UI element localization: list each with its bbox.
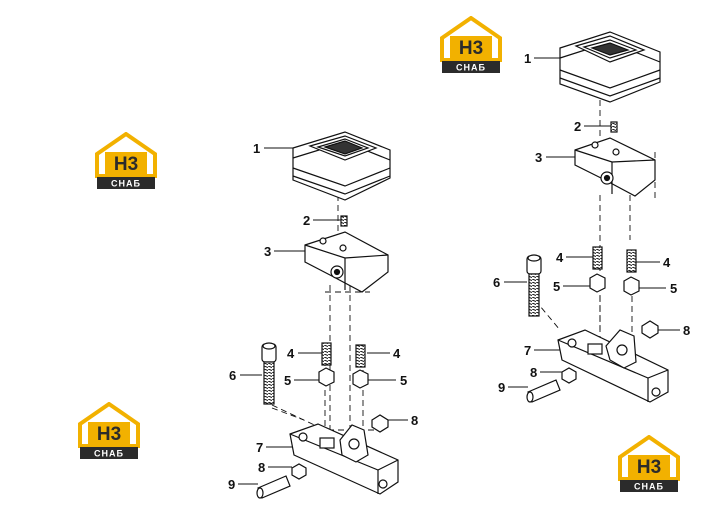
callout-right-8b: 8 <box>530 365 537 380</box>
callout-right-1: 1 <box>524 51 531 66</box>
logo-watermark-1: H3 CHAБ <box>440 15 502 74</box>
logo-house-icon <box>618 434 680 481</box>
right-part-5-nuts <box>589 273 640 296</box>
svg-text:CHAБ: CHAБ <box>456 63 486 73</box>
left-part-7-base <box>289 423 399 495</box>
right-part-6-capscrew <box>526 254 542 317</box>
right-leader-lines <box>504 57 680 388</box>
right-part-9-pin <box>526 379 561 403</box>
left-part-1-cover <box>292 131 391 201</box>
left-part-2-screw <box>340 215 348 227</box>
left-part-8-bushings <box>291 414 389 480</box>
callout-left-1: 1 <box>253 141 260 156</box>
callout-right-3: 3 <box>535 150 542 165</box>
left-part-6-capscrew <box>261 342 277 405</box>
left-leader-lines <box>238 147 408 485</box>
callout-left-8b: 8 <box>258 460 265 475</box>
callout-left-8a: 8 <box>411 413 418 428</box>
left-guide-lines <box>271 195 380 440</box>
svg-text:CHAБ: CHAБ <box>94 449 124 459</box>
svg-text:CHAБ: CHAБ <box>634 482 664 492</box>
right-part-1-cover <box>559 31 661 103</box>
callout-right-9: 9 <box>498 380 505 395</box>
callout-right-5b: 5 <box>670 281 677 296</box>
right-part-4-studs <box>592 246 637 273</box>
right-part-2-screw <box>610 121 618 133</box>
callout-right-7: 7 <box>524 343 531 358</box>
callout-left-5b: 5 <box>400 373 407 388</box>
right-guide-lines <box>534 100 656 340</box>
callout-right-4b: 4 <box>663 255 671 270</box>
callout-left-6: 6 <box>229 368 236 383</box>
logo-watermark-3: H3 CHAБ <box>78 401 140 460</box>
callout-right-2: 2 <box>574 119 581 134</box>
logo-house-icon <box>78 401 140 448</box>
callout-left-7: 7 <box>256 440 263 455</box>
left-part-4-studs <box>321 342 366 368</box>
callout-left-9: 9 <box>228 477 235 492</box>
left-part-5-nuts <box>318 367 369 389</box>
right-assembly <box>504 31 680 403</box>
left-callouts: 1 2 3 4 4 5 5 6 7 8 8 9 <box>228 141 418 492</box>
left-part-3-bracket <box>304 231 389 293</box>
svg-text:H3: H3 <box>459 38 483 59</box>
svg-text:CHAБ: CHAБ <box>111 179 141 189</box>
callout-right-6: 6 <box>493 275 500 290</box>
callout-right-5a: 5 <box>553 279 560 294</box>
left-part-9-pin <box>256 475 291 499</box>
right-part-7-base <box>557 329 669 403</box>
callout-left-3: 3 <box>264 244 271 259</box>
left-assembly <box>238 131 408 499</box>
logo-watermark-4: H3 CHAБ <box>618 434 680 493</box>
right-callouts: 1 2 3 4 4 5 5 6 7 8 8 9 <box>493 51 690 395</box>
callout-left-2: 2 <box>303 213 310 228</box>
right-part-8-bushings <box>561 320 659 384</box>
logo-house-icon <box>95 131 157 178</box>
callout-right-4a: 4 <box>556 250 564 265</box>
logo-watermark-2: H3 CHAБ <box>95 131 157 190</box>
svg-text:H3: H3 <box>114 154 138 175</box>
logo-house-icon <box>440 15 502 62</box>
callout-right-8a: 8 <box>683 323 690 338</box>
svg-text:H3: H3 <box>637 457 661 478</box>
callout-left-5a: 5 <box>284 373 291 388</box>
right-part-3-bracket <box>574 137 656 197</box>
svg-text:H3: H3 <box>97 424 121 445</box>
callout-left-4a: 4 <box>287 346 295 361</box>
callout-left-4b: 4 <box>393 346 401 361</box>
